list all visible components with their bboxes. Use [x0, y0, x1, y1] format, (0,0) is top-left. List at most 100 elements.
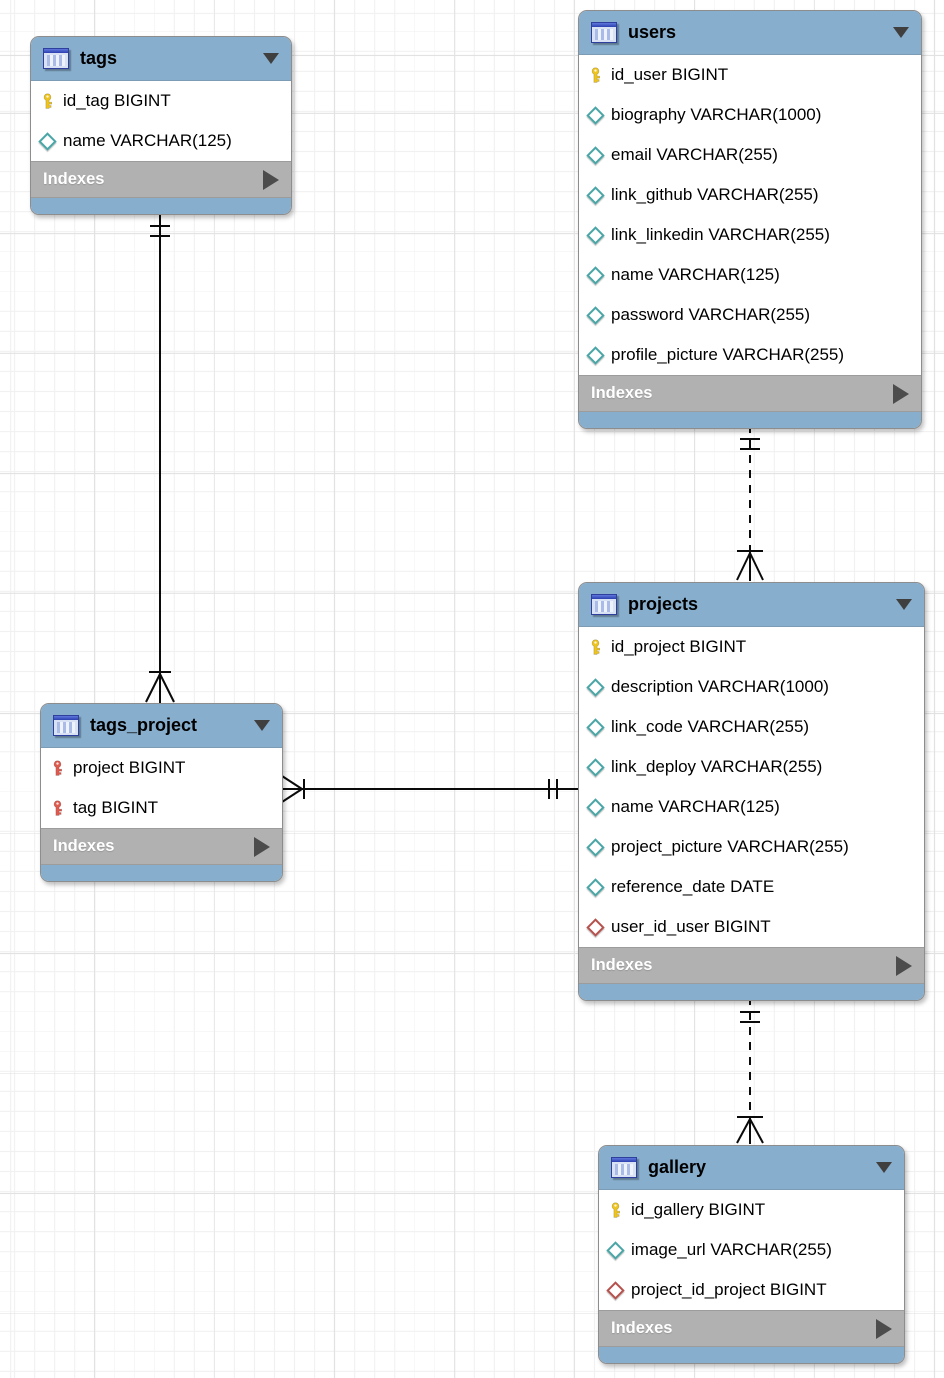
indexes-bar[interactable]: Indexes — [579, 947, 924, 984]
table-gallery[interactable]: gallery id_gallery BIGINT image_url VARCH… — [598, 1145, 905, 1364]
table-columns: id_project BIGINT description VARCHAR(100… — [579, 627, 924, 947]
table-projects[interactable]: projects id_project BIGINT description VA… — [578, 582, 925, 1001]
column-row[interactable]: project BIGINT — [41, 748, 282, 788]
relationship-tags_project-projects[interactable] — [281, 775, 578, 803]
column-row[interactable]: name VARCHAR(125) — [579, 787, 924, 827]
table-columns: project BIGINT tag BIGINT — [41, 748, 282, 828]
column-icon — [38, 131, 57, 151]
table-columns: id_tag BIGINT name VARCHAR(125) — [31, 81, 291, 161]
column-label: profile_picture VARCHAR(255) — [611, 345, 845, 364]
column-label: link_linkedin VARCHAR(255) — [611, 225, 830, 244]
column-row[interactable]: image_url VARCHAR(255) — [599, 1230, 904, 1270]
column-row[interactable]: email VARCHAR(255) — [579, 135, 921, 175]
column-row[interactable]: id_tag BIGINT — [31, 81, 291, 121]
column-icon — [586, 837, 605, 857]
indexes-expand-icon[interactable] — [896, 955, 912, 976]
primary-key-icon — [41, 92, 54, 110]
table-tags[interactable]: tags id_tag BIGINT name VARCHAR(125) Inde… — [30, 36, 292, 215]
table-tags_project[interactable]: tags_project project BIGINT tag BIGINT In… — [40, 703, 283, 882]
table-icon — [591, 22, 617, 43]
collapse-caret-icon[interactable] — [896, 599, 912, 610]
indexes-bar[interactable]: Indexes — [41, 828, 282, 865]
indexes-expand-icon[interactable] — [893, 383, 909, 404]
indexes-label: Indexes — [611, 1319, 673, 1337]
column-label: project_id_project BIGINT — [631, 1280, 827, 1299]
collapse-caret-icon[interactable] — [254, 720, 270, 731]
table-header[interactable]: projects — [579, 583, 924, 627]
foreign-key-icon — [606, 1280, 625, 1300]
column-row[interactable]: name VARCHAR(125) — [31, 121, 291, 161]
foreign-key-icon — [586, 917, 605, 937]
table-name: tags — [80, 48, 118, 68]
primary-key-icon — [609, 1201, 622, 1219]
indexes-label: Indexes — [591, 956, 653, 974]
column-label: biography VARCHAR(1000) — [611, 105, 822, 124]
column-row[interactable]: name VARCHAR(125) — [579, 255, 921, 295]
column-row[interactable]: id_user BIGINT — [579, 55, 921, 95]
collapse-caret-icon[interactable] — [893, 27, 909, 38]
indexes-bar[interactable]: Indexes — [599, 1310, 904, 1347]
column-label: email VARCHAR(255) — [611, 145, 778, 164]
relationship-tags-tags_project[interactable] — [145, 213, 175, 703]
column-row[interactable]: project_id_project BIGINT — [599, 1270, 904, 1310]
indexes-expand-icon[interactable] — [254, 836, 270, 857]
column-label: password VARCHAR(255) — [611, 305, 811, 324]
column-icon — [586, 717, 605, 737]
column-row[interactable]: biography VARCHAR(1000) — [579, 95, 921, 135]
column-label: image_url VARCHAR(255) — [631, 1240, 832, 1259]
column-label: tag BIGINT — [73, 798, 159, 817]
table-icon — [591, 594, 617, 615]
indexes-label: Indexes — [591, 384, 653, 402]
column-icon — [586, 225, 605, 245]
relationship-projects-gallery[interactable] — [736, 997, 764, 1144]
column-icon — [586, 105, 605, 125]
indexes-bar[interactable]: Indexes — [31, 161, 291, 198]
collapse-caret-icon[interactable] — [876, 1162, 892, 1173]
column-row[interactable]: id_project BIGINT — [579, 627, 924, 667]
column-label: link_github VARCHAR(255) — [611, 185, 819, 204]
relationship-users-projects[interactable] — [736, 425, 764, 581]
column-label: link_deploy VARCHAR(255) — [611, 757, 823, 776]
column-label: user_id_user BIGINT — [611, 917, 771, 936]
table-header[interactable]: users — [579, 11, 921, 55]
table-footer — [579, 412, 921, 428]
table-header[interactable]: tags — [31, 37, 291, 81]
table-name: tags_project — [90, 715, 198, 735]
column-row[interactable]: description VARCHAR(1000) — [579, 667, 924, 707]
column-row[interactable]: project_picture VARCHAR(255) — [579, 827, 924, 867]
table-icon — [611, 1157, 637, 1178]
table-footer — [579, 984, 924, 1000]
collapse-caret-icon[interactable] — [263, 53, 279, 64]
column-icon — [586, 757, 605, 777]
table-icon — [43, 48, 69, 69]
column-row[interactable]: link_linkedin VARCHAR(255) — [579, 215, 921, 255]
column-label: id_gallery BIGINT — [631, 1200, 766, 1219]
column-label: project BIGINT — [73, 758, 186, 777]
column-row[interactable]: user_id_user BIGINT — [579, 907, 924, 947]
table-header[interactable]: gallery — [599, 1146, 904, 1190]
indexes-expand-icon[interactable] — [263, 169, 279, 190]
column-icon — [586, 345, 605, 365]
column-row[interactable]: password VARCHAR(255) — [579, 295, 921, 335]
foreign-primary-key-icon — [51, 759, 64, 777]
column-label: name VARCHAR(125) — [63, 131, 232, 150]
column-row[interactable]: profile_picture VARCHAR(255) — [579, 335, 921, 375]
indexes-label: Indexes — [53, 837, 115, 855]
table-users[interactable]: users id_user BIGINT biography VARCHAR(10… — [578, 10, 922, 429]
table-columns: id_gallery BIGINT image_url VARCHAR(255) p… — [599, 1190, 904, 1310]
column-row[interactable]: id_gallery BIGINT — [599, 1190, 904, 1230]
column-row[interactable]: link_deploy VARCHAR(255) — [579, 747, 924, 787]
table-header[interactable]: tags_project — [41, 704, 282, 748]
indexes-bar[interactable]: Indexes — [579, 375, 921, 412]
table-footer — [31, 198, 291, 214]
column-row[interactable]: reference_date DATE — [579, 867, 924, 907]
foreign-primary-key-icon — [51, 799, 64, 817]
column-row[interactable]: link_github VARCHAR(255) — [579, 175, 921, 215]
indexes-expand-icon[interactable] — [876, 1318, 892, 1339]
column-row[interactable]: link_code VARCHAR(255) — [579, 707, 924, 747]
table-icon — [53, 715, 79, 736]
column-label: id_project BIGINT — [611, 637, 747, 656]
column-row[interactable]: tag BIGINT — [41, 788, 282, 828]
